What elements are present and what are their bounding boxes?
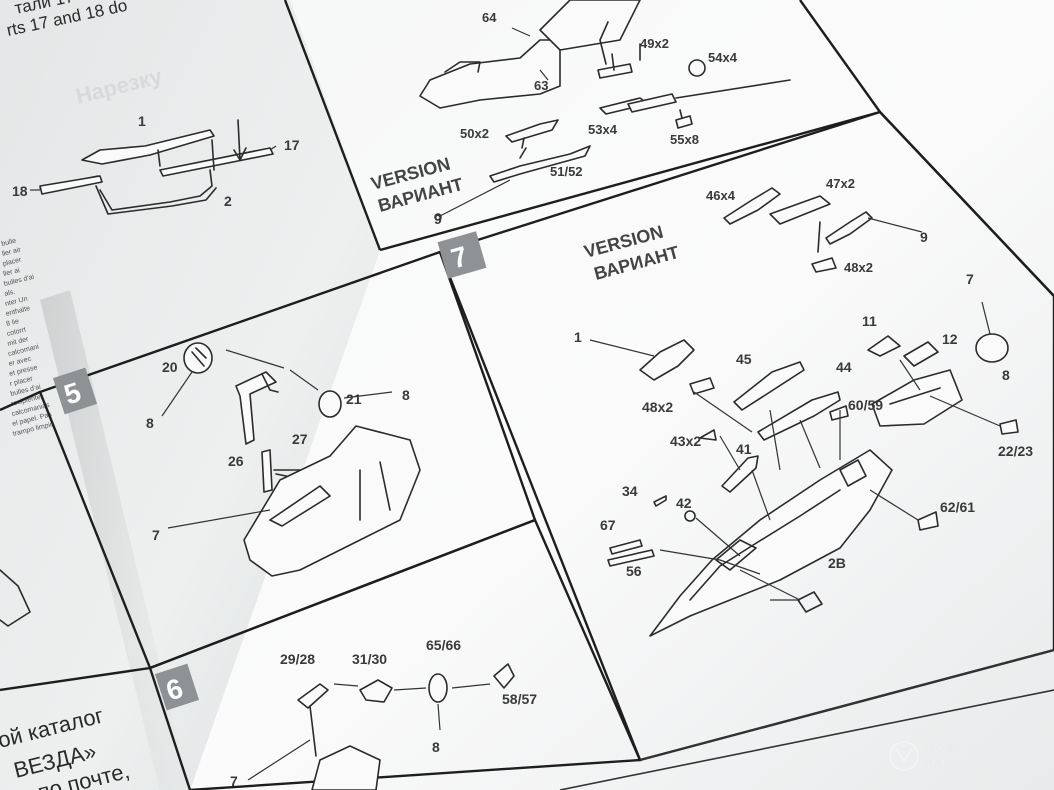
- svg-text:1: 1: [138, 113, 146, 129]
- svg-text:46x4: 46x4: [706, 188, 736, 203]
- svg-text:54x4: 54x4: [708, 50, 738, 65]
- svg-text:44: 44: [836, 359, 852, 375]
- step-5-badge: 5: [52, 367, 98, 415]
- svg-text:8: 8: [432, 739, 440, 755]
- frame-top-divider-right: [799, 0, 881, 113]
- svg-text:50x2: 50x2: [460, 126, 489, 141]
- svg-text:1: 1: [574, 329, 582, 345]
- svg-text:63: 63: [534, 78, 548, 93]
- diagram-parts-1-17-18: 1 17 18 2: [12, 113, 300, 215]
- svg-text:29/28: 29/28: [280, 651, 315, 667]
- svg-text:12: 12: [942, 331, 958, 347]
- svg-text:7: 7: [152, 527, 160, 543]
- svg-text:9: 9: [920, 229, 928, 245]
- svg-text:31/30: 31/30: [352, 651, 387, 667]
- frame-left-vertical: [0, 390, 41, 412]
- left-text-fragment: als.: [4, 288, 16, 297]
- svg-text:17: 17: [284, 137, 300, 153]
- svg-text:48x2: 48x2: [642, 399, 673, 415]
- paper-right-page: [190, 0, 1054, 790]
- svg-text:22/23: 22/23: [998, 443, 1033, 459]
- svg-text:43x2: 43x2: [670, 433, 701, 449]
- svg-text:21: 21: [346, 391, 362, 407]
- frame-bottom-lower: [559, 689, 1054, 790]
- svg-text:45: 45: [736, 351, 752, 367]
- left-text-fragment: ller ai: [3, 267, 21, 278]
- svg-text:67: 67: [600, 517, 616, 533]
- svg-text:7: 7: [230, 773, 238, 789]
- left-page-sketch: [0, 569, 31, 627]
- svg-text:47x2: 47x2: [826, 176, 855, 191]
- diagram-step-6: 29/28 31/30 65/66 58/57 8 7: [230, 637, 537, 790]
- diagram-step-7: 1 45 44 11 12 7 8 48x2 60/59 43x2 41 22/…: [574, 271, 1033, 637]
- svg-text:2: 2: [224, 193, 232, 209]
- svg-text:62/61: 62/61: [940, 499, 975, 515]
- svg-text:58/57: 58/57: [502, 691, 537, 707]
- svg-text:56: 56: [626, 563, 642, 579]
- frame-top-divider-left: [283, 0, 382, 251]
- svg-text:8: 8: [146, 415, 154, 431]
- paper-left-page: [0, 0, 380, 790]
- svg-text:7: 7: [966, 271, 974, 287]
- svg-text:60/59: 60/59: [848, 397, 883, 413]
- svg-text:МОДЕЛЬНАЯ: МОДЕЛЬНАЯ: [924, 741, 1012, 755]
- diagram-upper-cockpit: 64 63 49x2 54x4 53x4 55x8 50x2 51/52 9 V…: [369, 0, 791, 227]
- svg-text:55x8: 55x8: [670, 132, 699, 147]
- watermark-logo: МОДЕЛЬНАЯ ЛАВКА: [888, 740, 1012, 772]
- step-6-badge: 6: [154, 663, 200, 711]
- svg-text:42: 42: [676, 495, 692, 511]
- page-fold-shadow: [40, 290, 190, 790]
- svg-text:53x4: 53x4: [588, 122, 618, 137]
- frame-upper-bottom: [379, 110, 881, 252]
- svg-text:20: 20: [162, 359, 178, 375]
- svg-text:8: 8: [402, 387, 410, 403]
- svg-text:49x2: 49x2: [640, 36, 669, 51]
- frame-left-bottom: [0, 666, 151, 692]
- svg-text:ЛАВКА: ЛАВКА: [924, 757, 971, 771]
- svg-text:64: 64: [482, 10, 497, 25]
- svg-text:48x2: 48x2: [844, 260, 873, 275]
- step-7-badge: 7: [437, 231, 487, 279]
- left-text-fragment: ller air: [1, 246, 22, 258]
- svg-text:41: 41: [736, 441, 752, 457]
- diagram-step-5: 20 8 21 8 26 27 7: [146, 342, 421, 577]
- svg-text:51/52: 51/52: [550, 164, 583, 179]
- svg-text:65/66: 65/66: [426, 637, 461, 653]
- left-text-fragment: 8 lie: [6, 318, 20, 328]
- svg-text:11: 11: [862, 313, 877, 329]
- left-text-fragment: placer: [2, 256, 23, 268]
- panel-step-7: [438, 110, 1054, 762]
- svg-text:8: 8: [1002, 367, 1010, 383]
- svg-text:9: 9: [434, 211, 442, 227]
- svg-text:18: 18: [12, 183, 28, 199]
- svg-text:34: 34: [622, 483, 638, 499]
- frame-bottom-sheet-edge: [639, 649, 1054, 761]
- left-text-fragment: colorrt: [6, 326, 27, 338]
- svg-text:26: 26: [228, 453, 244, 469]
- svg-text:27: 27: [292, 431, 308, 447]
- left-text-fragment: bulle: [1, 238, 17, 248]
- svg-text:2B: 2B: [828, 555, 846, 571]
